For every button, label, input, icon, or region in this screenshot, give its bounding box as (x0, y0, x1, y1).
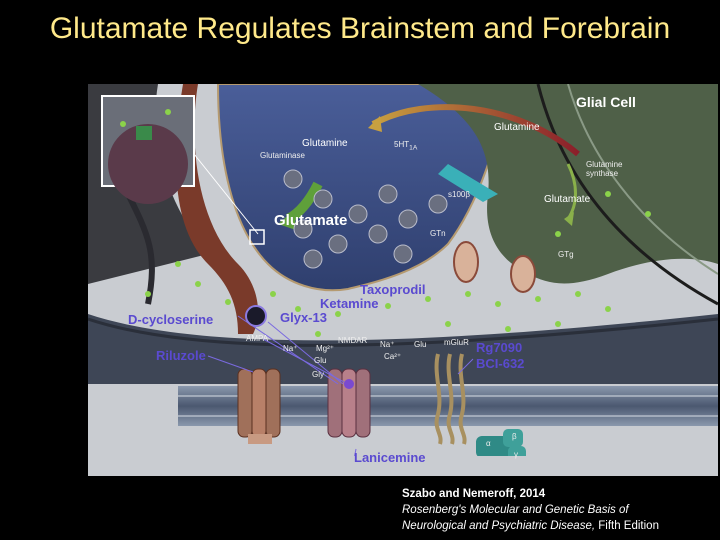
presynaptic-terminal (216, 84, 510, 292)
citation-book-line2: Neurological and Psychiatric Disease, Fi… (402, 518, 659, 534)
gly-label: Gly (312, 370, 324, 379)
g-alpha-label: α (486, 439, 491, 448)
neuron-glutamine-label: Glutamine (302, 138, 348, 149)
glutamine-transport-arrow (371, 104, 580, 157)
citation-edition: Fifth Edition (595, 520, 659, 532)
nmda-receptor (327, 368, 371, 438)
synapse-illustration (88, 84, 718, 476)
gtn-transporter (453, 241, 479, 283)
s100-arrow (438, 164, 498, 202)
ampa-receptor (237, 368, 281, 444)
5ht-sub-text: 1A (409, 144, 418, 152)
drug-glyx13: Glyx-13 (280, 310, 327, 325)
drug-bci632: BCI-632 (476, 356, 525, 371)
drug-lanicemine: Lanicemine (354, 450, 426, 465)
mg-label: Mg²⁺ (316, 344, 334, 353)
citation-book-line1: Rosenberg's Molecular and Genetic Basis … (402, 504, 629, 516)
5ht-text: 5HT (394, 140, 410, 149)
g-gamma-label: γ (514, 450, 518, 459)
glial-boundary (536, 84, 718, 306)
citation-authors: Szabo and Nemeroff, 2014 (402, 488, 546, 500)
na-label-a: Na⁺ (283, 344, 298, 353)
ampa-label: AMPA (246, 334, 269, 343)
slide-title: Glutamate Regulates Brainstem and Forebr… (49, 12, 671, 45)
glu-label-b: Glu (414, 340, 427, 349)
glial-cell-body (418, 84, 718, 284)
citation: Szabo and Nemeroff, 2014 Rosenberg's Mol… (402, 486, 659, 534)
drug-dcycloserine: D-cycloserine (128, 312, 214, 327)
glial-cell-label: Glial Cell (576, 94, 636, 110)
na-label-b: Na⁺ (380, 340, 395, 349)
glu-label-a: Glu (314, 356, 327, 365)
glial-glutamate-label: Glutamate (544, 194, 591, 205)
mglur-label: mGluR (444, 338, 469, 347)
drug-taxoprodil: Taxoprodil (360, 282, 426, 297)
drug-ketamine: Ketamine (320, 296, 379, 311)
synaptic-cleft-region (88, 314, 718, 384)
ca-label: Ca²⁺ (384, 352, 402, 361)
s100b-label: s100β (448, 190, 470, 199)
nmdar-label: NMDAR (338, 336, 368, 345)
glutamate-synapse-diagram: Glial Cell Glutamine Glutamine synthase … (88, 84, 718, 476)
drug-riluzole: Riluzole (156, 348, 206, 363)
presynaptic-membrane-edge (175, 84, 258, 334)
gtg-transporter (510, 255, 536, 293)
neuron-glutamate-label: Glutamate (274, 212, 348, 229)
glutamine-synthase-label: Glutamine synthase (586, 160, 623, 178)
glutaminase-label: Glutaminase (260, 151, 305, 160)
gtg-label: GTg (558, 250, 574, 259)
glial-glutamine-label: Glutamine (494, 122, 540, 133)
5ht1a-label: 5HT1A (394, 140, 417, 152)
synaptic-vesicles (283, 169, 448, 269)
gtn-label: GTn (430, 229, 446, 238)
g-beta-label: β (512, 432, 517, 441)
drug-rg7090: Rg7090 (476, 340, 523, 355)
citation-book-title-end: Neurological and Psychiatric Disease, (402, 520, 596, 532)
